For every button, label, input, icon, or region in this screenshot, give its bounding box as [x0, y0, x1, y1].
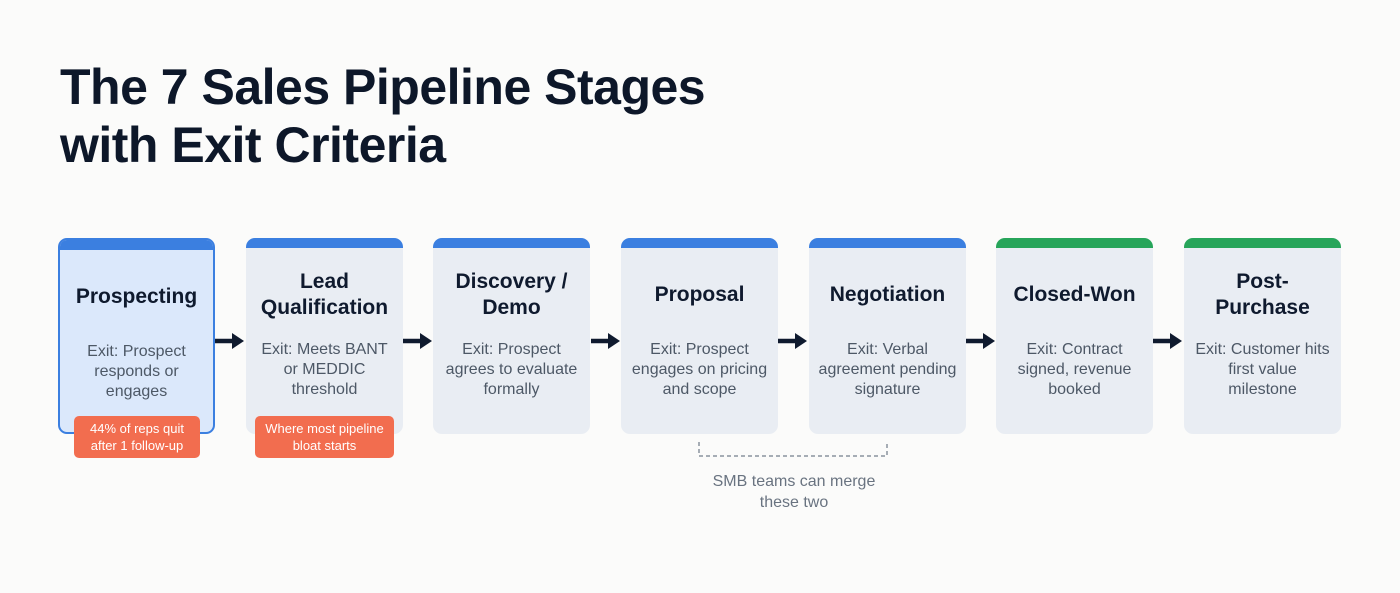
stage-name: Proposal	[654, 283, 745, 306]
stage-name: Discovery / Demo	[455, 270, 568, 319]
stage-name: Lead Qualification	[260, 270, 389, 319]
stage-exit-criteria: Exit: Prospect agrees to evaluate formal…	[445, 341, 578, 398]
page-title: The 7 Sales Pipeline Stages with Exit Cr…	[60, 58, 706, 174]
stage-card-prospecting: Prospecting Exit: Prospect responds or e…	[58, 238, 215, 434]
arrow-right-icon	[403, 333, 432, 349]
stage-accent-bar	[809, 238, 966, 248]
arrow-right-icon	[215, 333, 244, 349]
arrow-right-icon	[591, 333, 620, 349]
arrow-right-icon	[1153, 333, 1182, 349]
stage-exit-criteria: Exit: Contract signed, revenue booked	[1017, 341, 1132, 398]
arrow-right-icon	[778, 333, 807, 349]
stage-exit-criteria: Exit: Verbal agreement pending signature	[818, 341, 957, 398]
stage-accent-bar	[246, 238, 403, 248]
stage-card-negotiation: Negotiation Exit: Verbal agreement pendi…	[809, 238, 966, 434]
merge-bracket	[698, 442, 888, 457]
title-line-1: The 7 Sales Pipeline Stages	[60, 59, 706, 115]
stage-exit-criteria: Exit: Customer hits first value mileston…	[1195, 341, 1330, 398]
stage-card-post-purchase: Post-Purchase Exit: Customer hits first …	[1184, 238, 1341, 434]
arrow-right-icon	[966, 333, 995, 349]
merge-note: SMB teams can merge these two	[712, 473, 876, 511]
title-line-2: with Exit Criteria	[60, 117, 446, 173]
callout-pipeline-bloat: Where most pipeline bloat starts	[255, 416, 394, 458]
stage-card-lead-qualification: Lead Qualification Exit: Meets BANT or M…	[246, 238, 403, 434]
stage-accent-bar	[433, 238, 590, 248]
stage-name: Closed-Won	[1013, 283, 1136, 306]
stage-accent-bar	[996, 238, 1153, 248]
stage-accent-bar	[621, 238, 778, 248]
stage-accent-bar	[1184, 238, 1341, 248]
callout-prospecting-stat: 44% of reps quit after 1 follow-up	[74, 416, 200, 458]
stage-name: Negotiation	[829, 283, 946, 306]
stage-name: Prospecting	[75, 285, 198, 308]
stage-exit-criteria: Exit: Meets BANT or MEDDIC threshold	[261, 341, 388, 398]
stage-card-proposal: Proposal Exit: Prospect engages on prici…	[621, 238, 778, 434]
stage-exit-criteria: Exit: Prospect engages on pricing and sc…	[631, 341, 768, 398]
stage-card-discovery-demo: Discovery / Demo Exit: Prospect agrees t…	[433, 238, 590, 434]
stage-exit-criteria: Exit: Prospect responds or engages	[87, 343, 186, 400]
stage-card-closed-won: Closed-Won Exit: Contract signed, revenu…	[996, 238, 1153, 434]
stage-name: Post-Purchase	[1215, 270, 1310, 319]
stage-accent-bar	[60, 240, 213, 250]
